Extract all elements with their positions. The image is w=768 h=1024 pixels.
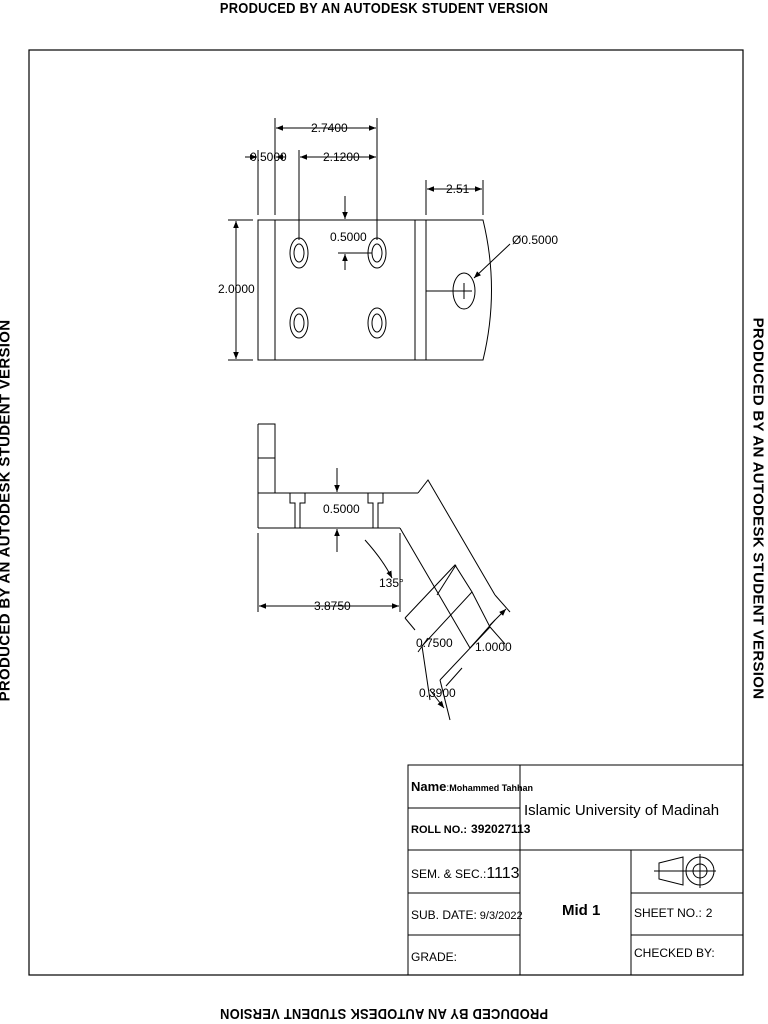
grade-label: GRADE: <box>411 950 457 964</box>
leader-hole-diameter <box>473 243 511 279</box>
dim-flat-length: 3.8750 <box>314 599 351 613</box>
university-name: Islamic University of Madinah <box>524 802 719 819</box>
dim-hole-gap: 0.5000 <box>330 230 367 244</box>
svg-text:ROLL NO.:392027113: ROLL NO.: 392027113 <box>411 822 531 836</box>
hole-bottom-left <box>289 307 309 339</box>
svg-text:SHEET NO.:2: SHEET NO.: 2 <box>634 906 713 920</box>
date-value: 9/3/2022 <box>480 910 523 922</box>
title-block <box>407 764 744 976</box>
roll-value: 392027113 <box>471 822 531 836</box>
student-name: Mohammed Tahhan <box>449 783 533 793</box>
name-colon: : <box>446 783 449 794</box>
hole-bottom-right <box>367 307 387 339</box>
dim-thickness: 0.5000 <box>323 502 360 516</box>
checked-label: CHECKED BY: <box>634 946 715 960</box>
hole-top-left <box>289 237 309 269</box>
angle-arc <box>364 539 393 579</box>
dim-hole-spacing: 2.1200 <box>323 150 360 164</box>
projection-symbol-icon <box>654 854 716 888</box>
sheet-label: SHEET NO.: <box>634 906 702 920</box>
top-view <box>228 118 511 361</box>
dim-overall-width: 2.7400 <box>311 121 348 135</box>
date-label: SUB. DATE: <box>411 908 477 922</box>
plate-outline <box>257 219 492 361</box>
sheet-value: 2 <box>706 906 713 920</box>
dim-tab-width: 2.51 <box>446 182 470 196</box>
sem-value: 1113 <box>486 865 519 882</box>
dim-edge-offset: 0.5000 <box>250 150 287 164</box>
sheet-border <box>28 49 744 976</box>
dim-step-a: 0.7500 <box>416 636 453 650</box>
dim-angle: 135° <box>379 576 404 590</box>
svg-text:SEM. & SEC.:1113: SEM. & SEC.:1113 <box>411 865 520 882</box>
dim-height: 2.0000 <box>218 282 255 296</box>
front-view <box>257 423 511 721</box>
name-label: Name <box>411 779 446 794</box>
exam-title: Mid 1 <box>562 902 600 919</box>
dim-step-b: 1.0000 <box>475 640 512 654</box>
watermark-top: PRODUCED BY AN AUTODESK STUDENT VERSION <box>219 0 549 17</box>
dim-hole-diameter: Ø0.5000 <box>512 233 558 247</box>
sem-label: SEM. & SEC.: <box>411 867 486 881</box>
dim-step-c: 0.3900 <box>419 686 456 700</box>
roll-label: ROLL NO.: <box>411 824 467 836</box>
svg-text:Name:Mohammed Tahhan: Name:Mohammed Tahhan <box>411 779 533 794</box>
svg-text:SUB. DATE:9/3/2022: SUB. DATE:9/3/2022 <box>411 908 523 922</box>
